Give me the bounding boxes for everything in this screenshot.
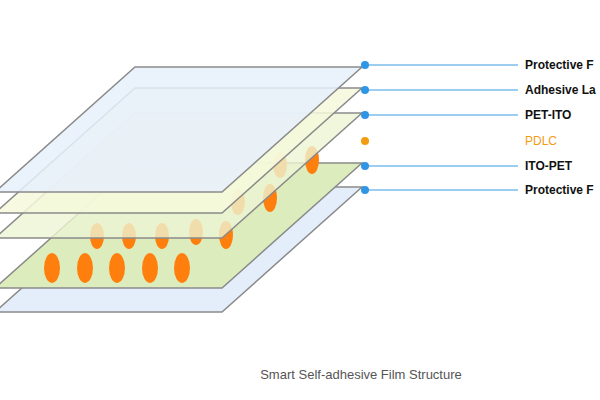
layer-label: Adhesive La xyxy=(525,82,596,98)
figure-caption: Smart Self-adhesive Film Structure xyxy=(260,367,462,383)
layer-label: Protective F xyxy=(525,57,594,73)
layer-label: ITO-PET xyxy=(525,158,572,174)
layer-label: PDLC xyxy=(525,133,557,149)
layer-label: PET-ITO xyxy=(525,107,571,123)
layer-label: Protective F xyxy=(525,182,594,198)
